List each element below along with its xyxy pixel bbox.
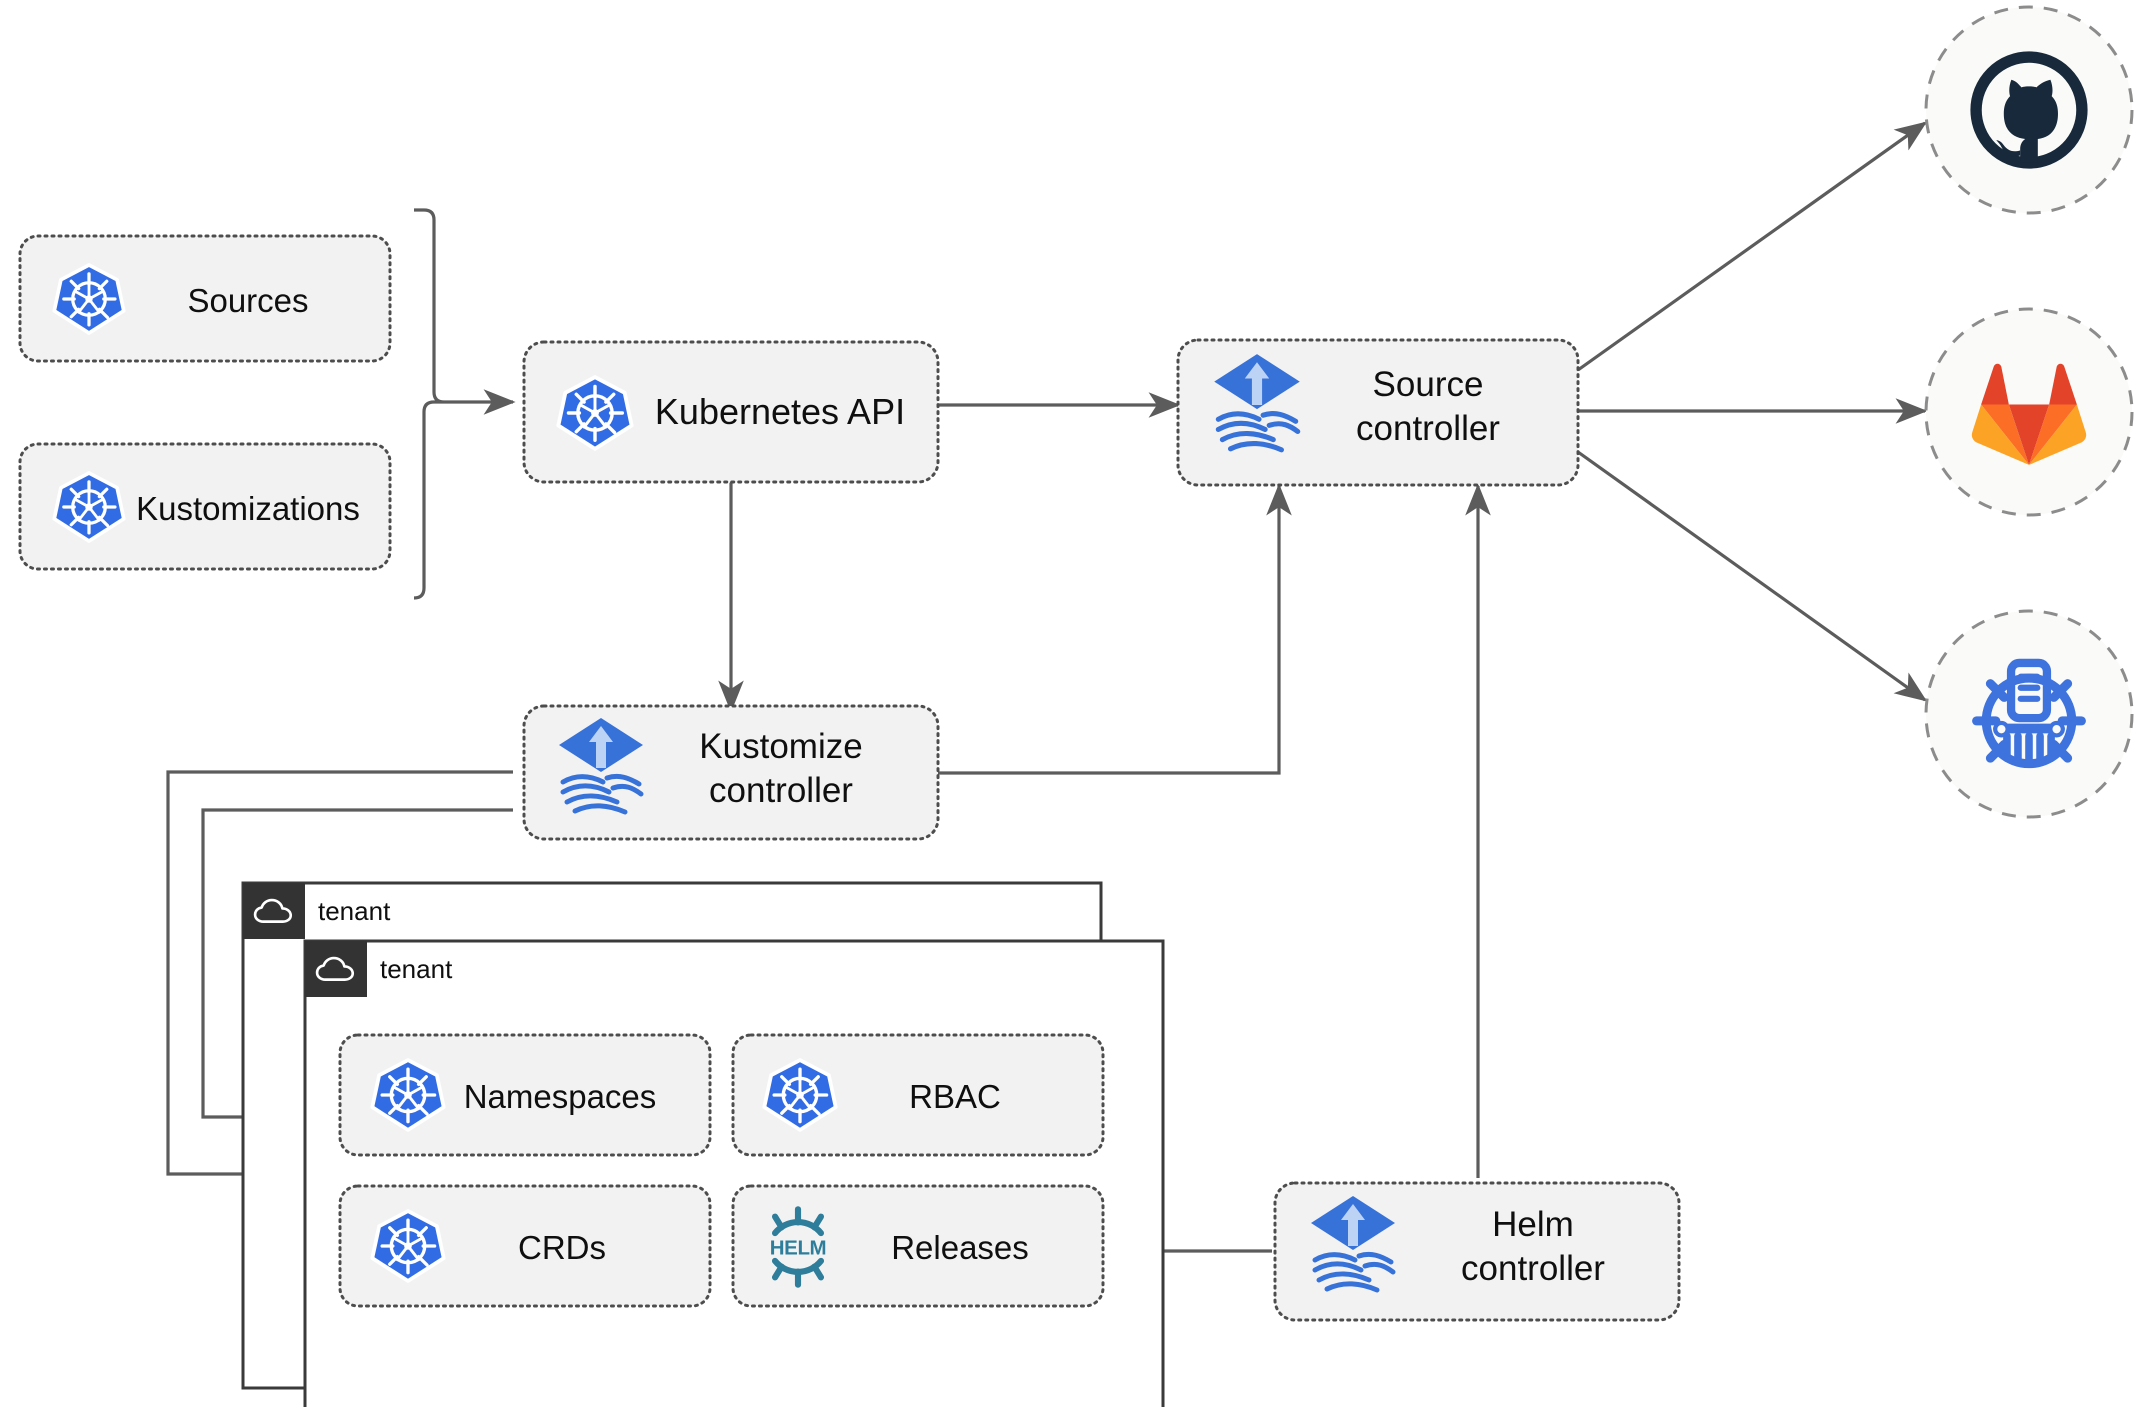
node-namespaces[interactable]: Namespaces [338, 1033, 712, 1157]
node-kustomizations[interactable]: Kustomizations [18, 442, 392, 571]
tenant-label: tenant [318, 896, 391, 926]
node-github[interactable] [1924, 5, 2134, 215]
node-helm-controller[interactable]: Helm controller [1273, 1181, 1681, 1322]
node-label-line2: controller [1356, 409, 1500, 448]
edge-kustomize-source [938, 483, 1292, 775]
edge-source-github [1577, 121, 1928, 372]
edge-source-helmrepo [1577, 450, 1928, 702]
node-helm-repository[interactable] [1924, 609, 2134, 819]
node-label-line1: Helm [1492, 1205, 1574, 1244]
node-crds[interactable]: CRDs [338, 1184, 712, 1308]
helm-icon [770, 1209, 826, 1284]
node-releases[interactable]: Releases [731, 1184, 1105, 1308]
node-label: Releases [891, 1229, 1029, 1266]
node-sources[interactable]: Sources [18, 234, 392, 363]
node-label-line1: Source [1373, 365, 1484, 404]
node-rbac[interactable]: RBAC [731, 1033, 1105, 1157]
edge-kustomize-tenant-back [166, 770, 513, 1187]
node-gitlab[interactable] [1924, 307, 2134, 517]
edge-resources-bracket [413, 208, 516, 600]
node-kustomize-controller[interactable]: Kustomize controller [522, 704, 940, 841]
node-source-controller[interactable]: Source controller [1176, 338, 1580, 487]
node-label: Sources [187, 282, 308, 319]
node-kubernetes-api[interactable]: Kubernetes API [522, 340, 940, 484]
tenant-front[interactable]: tenant [303, 939, 1165, 1407]
node-label: Kubernetes API [655, 391, 905, 432]
node-label: RBAC [909, 1078, 1001, 1115]
node-label: Namespaces [464, 1078, 657, 1115]
node-label: CRDs [518, 1229, 606, 1266]
tenant-label: tenant [380, 954, 453, 984]
node-label: Kustomizations [136, 490, 360, 527]
node-label-line2: controller [709, 771, 853, 810]
node-label-line2: controller [1461, 1249, 1605, 1288]
node-label-line1: Kustomize [699, 727, 862, 766]
